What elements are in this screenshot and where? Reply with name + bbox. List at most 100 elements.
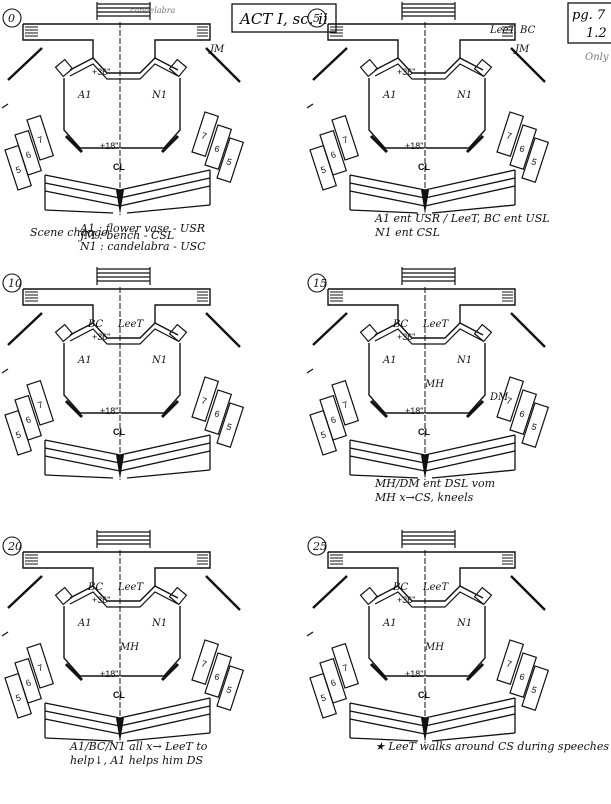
seat-row-label: 6 bbox=[213, 671, 221, 682]
pencil-note: Only bbox=[585, 52, 609, 63]
center-line-label: CL bbox=[418, 690, 430, 700]
seat-block-right: 5 bbox=[216, 137, 245, 184]
blocking-note: MH/DM ent DSL vom bbox=[374, 477, 495, 490]
seat-block-left: 7 bbox=[26, 642, 55, 689]
platform-height-label: +36" bbox=[92, 67, 110, 77]
blocking-note: MH x→CS, kneels bbox=[374, 491, 474, 504]
blocking-note: A1 : flower vase - USR bbox=[79, 222, 205, 235]
seat-block-right: 7 bbox=[496, 376, 525, 423]
vom-marker bbox=[116, 190, 124, 214]
blocking-note: help↓, A1 helps him DS bbox=[70, 754, 203, 767]
platform-height-label: +36" bbox=[397, 595, 415, 605]
page-number-box: pg. 7 1.2 bbox=[567, 2, 611, 44]
apron-height-label: +18" bbox=[405, 406, 423, 416]
seat-row-label: 5 bbox=[530, 156, 538, 167]
seat-row-label: 7 bbox=[505, 130, 513, 141]
diagram-number-circle bbox=[307, 536, 327, 556]
seat-block-right: 7 bbox=[191, 376, 220, 423]
seat-row-label: 7 bbox=[341, 399, 349, 410]
seat-row-label: 6 bbox=[24, 677, 32, 688]
blocking-note: Scene change bbox=[30, 226, 108, 239]
actor-label: A1 bbox=[77, 618, 92, 629]
seat-row-label: 7 bbox=[200, 658, 208, 669]
seat-block-right: 6 bbox=[509, 389, 538, 436]
seat-row-label: 6 bbox=[518, 143, 526, 154]
seat-row-label: 5 bbox=[319, 164, 327, 175]
seat-block-left: 7 bbox=[331, 114, 360, 161]
actor-label: N1 bbox=[151, 355, 167, 366]
seat-block-right: 5 bbox=[216, 665, 245, 712]
seat-row-label: 6 bbox=[329, 149, 337, 160]
seat-row-label: 7 bbox=[200, 130, 208, 141]
seat-block-right: 6 bbox=[509, 124, 538, 171]
diagram-number-circle bbox=[2, 273, 22, 293]
seat-row-label: 5 bbox=[14, 429, 22, 440]
actor-label: A1 bbox=[77, 355, 92, 366]
center-line-label: CL bbox=[418, 427, 430, 437]
center-line-label: CL bbox=[418, 162, 430, 172]
seat-row-label: 5 bbox=[319, 692, 327, 703]
actor-label: MH bbox=[424, 642, 444, 653]
actor-label: JM bbox=[513, 44, 530, 55]
center-line-label: CL bbox=[113, 690, 125, 700]
actor-label: A1 bbox=[77, 90, 92, 101]
seat-block-left: 7 bbox=[331, 642, 360, 689]
actor-label: N1 bbox=[456, 90, 472, 101]
seat-row-label: 5 bbox=[530, 421, 538, 432]
seat-block-right: 5 bbox=[521, 665, 550, 712]
apron-height-label: +18" bbox=[405, 141, 423, 151]
actor-label: LeeT bbox=[117, 319, 144, 330]
seat-block-left: 7 bbox=[331, 379, 360, 426]
seat-row-label: 7 bbox=[505, 395, 513, 406]
seat-row-label: 5 bbox=[225, 421, 233, 432]
seat-block-left: 6 bbox=[319, 129, 348, 176]
actor-label: MH bbox=[119, 642, 139, 653]
actor-label: MH bbox=[424, 379, 444, 390]
apron-height-label: +18" bbox=[100, 669, 118, 679]
actor-label: N1 bbox=[151, 90, 167, 101]
seat-block-right: 6 bbox=[204, 389, 233, 436]
seat-block-left: 6 bbox=[14, 657, 43, 704]
seat-block-right: 7 bbox=[191, 111, 220, 158]
actor-label: N1 bbox=[456, 618, 472, 629]
seat-row-label: 6 bbox=[213, 408, 221, 419]
platform-height-label: +36" bbox=[397, 332, 415, 342]
actor-label: LeeT, BC bbox=[489, 25, 536, 36]
seat-row-label: 6 bbox=[213, 143, 221, 154]
seat-block-left: 6 bbox=[14, 394, 43, 441]
seat-block-right: 5 bbox=[521, 137, 550, 184]
seat-block-right: 5 bbox=[216, 402, 245, 449]
candelabra-label: candelabra bbox=[130, 6, 176, 15]
diagram-number-circle bbox=[307, 273, 327, 293]
seat-block-right: 5 bbox=[521, 402, 550, 449]
seat-row-label: 5 bbox=[530, 684, 538, 695]
seat-row-label: 6 bbox=[329, 414, 337, 425]
diagram-number: 10 bbox=[8, 277, 22, 290]
platform-height-label: +36" bbox=[397, 67, 415, 77]
seat-block-left: 6 bbox=[14, 129, 43, 176]
seat-row-label: 7 bbox=[36, 662, 44, 673]
apron-height-label: +18" bbox=[100, 406, 118, 416]
seat-block-right: 6 bbox=[509, 652, 538, 699]
seat-row-label: 7 bbox=[341, 134, 349, 145]
actor-label: A1 bbox=[382, 90, 397, 101]
seat-block-left: 7 bbox=[26, 379, 55, 426]
seat-block-right: 7 bbox=[191, 639, 220, 686]
seat-row-label: 7 bbox=[505, 658, 513, 669]
blocking-note: N1 : candelabra - USC bbox=[79, 240, 206, 253]
actor-label: N1 bbox=[151, 618, 167, 629]
actor-label: BC bbox=[87, 582, 104, 593]
diagram-number: 25 bbox=[312, 540, 327, 553]
seat-row-label: 5 bbox=[14, 164, 22, 175]
blocking-note: N1 ent CSL bbox=[374, 226, 440, 239]
platform-height-label: +36" bbox=[92, 595, 110, 605]
seat-row-label: 6 bbox=[329, 677, 337, 688]
blocking-note: A1/BC/N1 all x→ LeeT to bbox=[69, 740, 208, 753]
seat-row-label: 6 bbox=[24, 149, 32, 160]
vom-marker bbox=[116, 718, 124, 742]
seat-block-left: 6 bbox=[319, 394, 348, 441]
blocking-note: A1 ent USR / LeeT, BC ent USL bbox=[374, 212, 550, 225]
